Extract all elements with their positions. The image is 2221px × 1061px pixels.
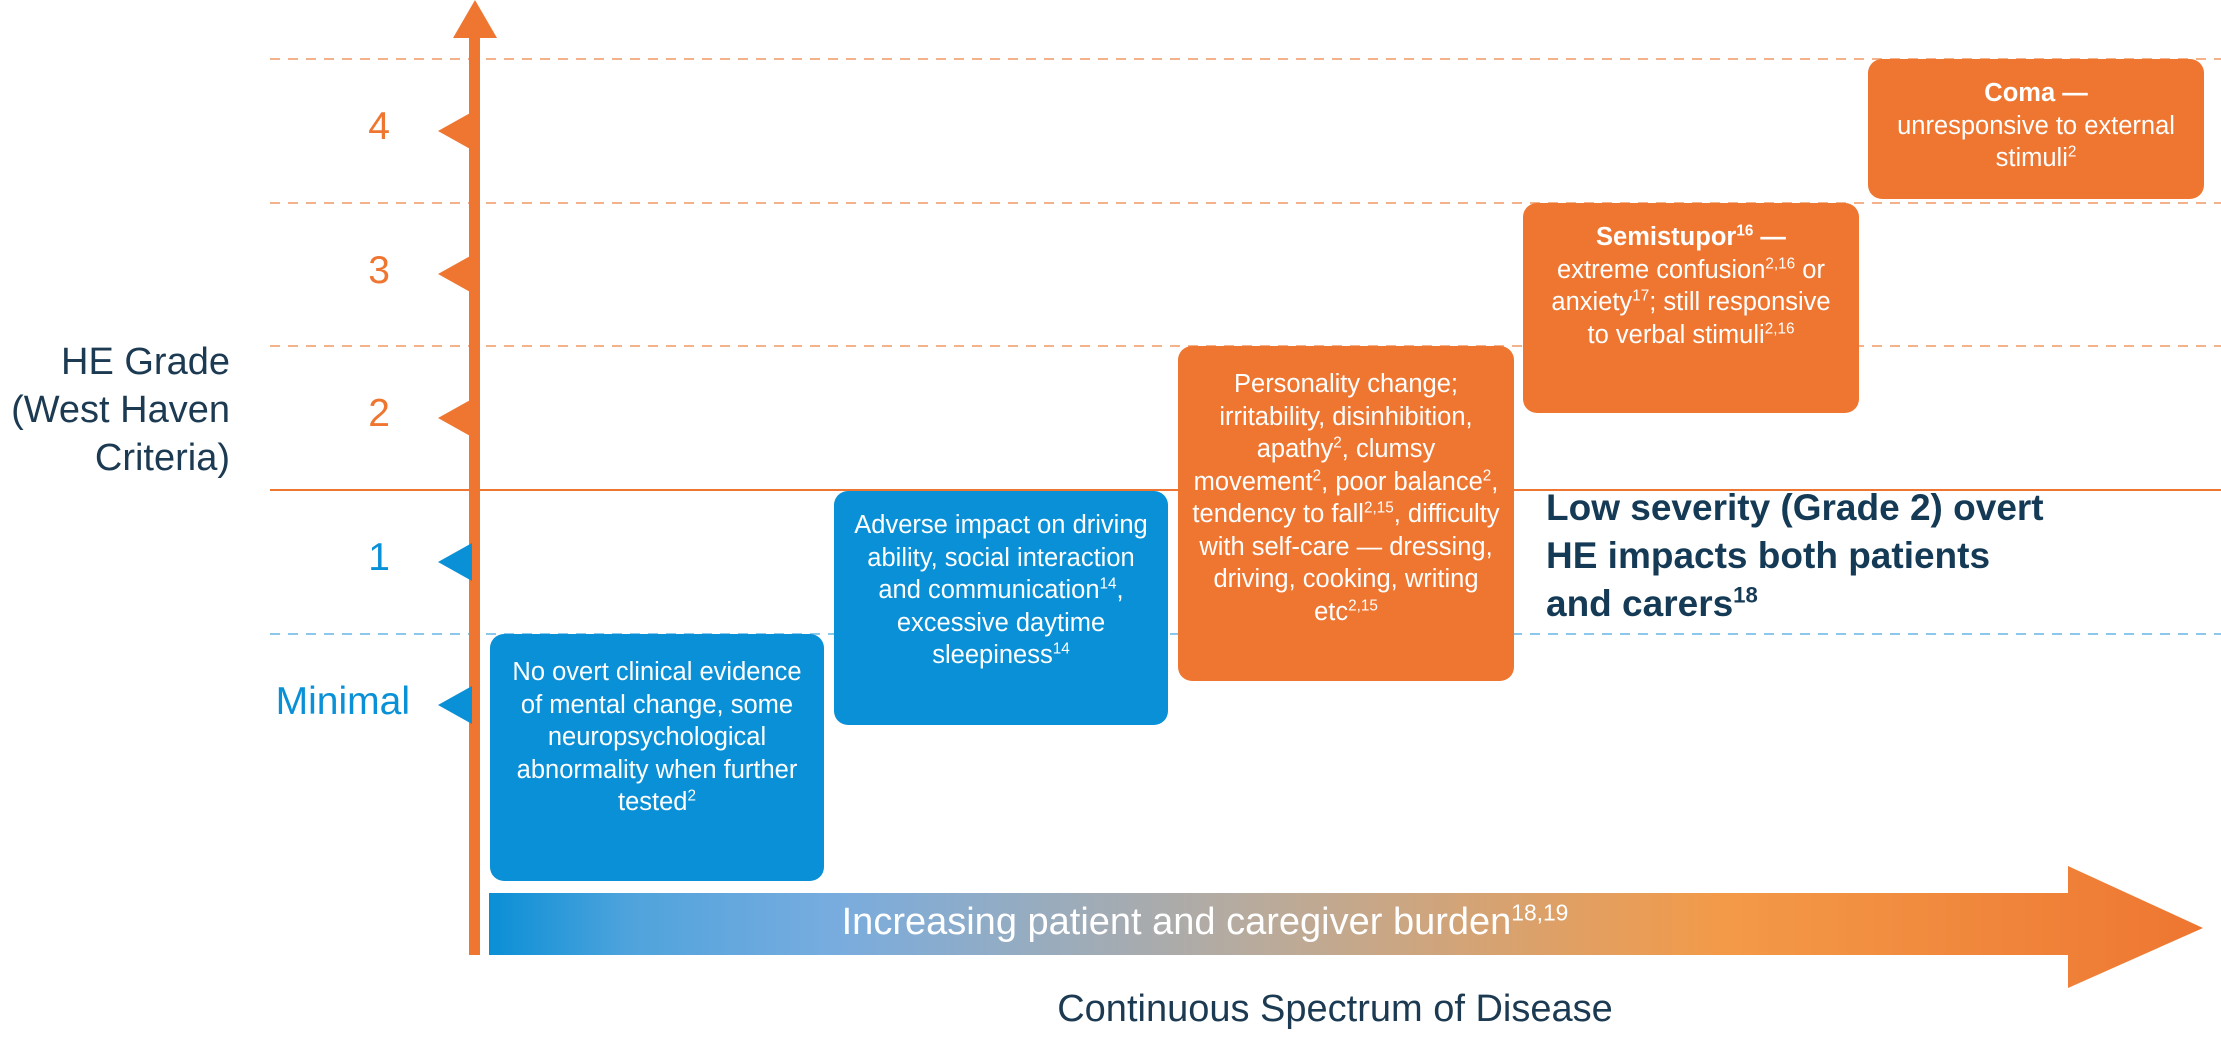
grade-2-text-5: , difficulty with self-care — dressing, … [1199, 500, 1500, 626]
x-axis-title: Continuous Spectrum of Disease [1057, 988, 1613, 1030]
y-axis-title-line-1: HE Grade [61, 341, 230, 383]
burden-text: Increasing patient and caregiver burden [841, 901, 1512, 943]
grade-1-box: Adverse impact on driving ability, socia… [834, 491, 1168, 725]
grade-4-title: Coma — [1984, 79, 2088, 107]
grade-3-ref-3: 2,16 [1764, 320, 1795, 337]
grade-2-ref-5: 2,15 [1348, 597, 1378, 614]
grade-3-text-2: or anxiety [1551, 255, 1825, 317]
minimal-he-text: No overt clinical evidence of mental cha… [512, 658, 802, 816]
grade-3-text-1: extreme confusion [1557, 255, 1766, 284]
y-axis-arrowhead [453, 0, 497, 38]
grade-label-minimal: Minimal [275, 680, 410, 723]
callout-text: Low severity (Grade 2) overt HE impacts … [1546, 487, 2044, 624]
y-axis-title-line-2: (West Haven [11, 389, 230, 431]
grade-1-text-a: Adverse impact on driving ability, socia… [854, 511, 1148, 604]
y-axis-title: HE Grade (West Haven Criteria) [0, 338, 230, 482]
grade-3-title-dash: — [1753, 223, 1786, 251]
grade-1-tick [438, 543, 472, 581]
grade-2-text-4: , tendency to fall [1192, 467, 1499, 529]
grade-2-tick [438, 399, 472, 437]
grade-label-1: 1 [368, 536, 390, 579]
grade-4-ref: 2 [2067, 143, 2077, 161]
grade-label-4: 4 [368, 105, 390, 148]
grade-minimal-tick [438, 686, 472, 724]
grade-2-text-3: , poor balance [1321, 467, 1483, 496]
burden-arrow-label: Increasing patient and caregiver burden1… [480, 898, 1930, 946]
grade-label-3: 3 [368, 249, 390, 292]
grade-2-text-1: Personality change; irritability, disinh… [1219, 370, 1473, 463]
burden-arrow [489, 866, 2203, 988]
grade-2-ref-2: 2 [1312, 467, 1322, 484]
low-severity-callout: Low severity (Grade 2) overt HE impacts … [1546, 484, 2066, 628]
callout-ref: 18 [1733, 582, 1758, 608]
grade-2-ref-3: 2 [1482, 467, 1492, 484]
grade-1-ref-a: 14 [1099, 575, 1117, 593]
grade-3-ref-2: 17 [1632, 287, 1650, 305]
grade-3-title: Semistupor [1596, 223, 1737, 251]
grade-2-box: Personality change; irritability, disinh… [1178, 346, 1514, 681]
grade-3-tick [438, 255, 472, 293]
y-axis-title-line-3: Criteria) [94, 437, 230, 479]
y-axis-shaft [469, 30, 480, 955]
grade-label-2: 2 [368, 392, 390, 435]
grade-4-tick [438, 112, 472, 150]
grade-3-box: Semistupor16 — extreme confusion2,16 or … [1523, 203, 1859, 413]
grade-2-text-2: , clumsy movement [1193, 435, 1436, 496]
grade-4-box: Coma — unresponsive to external stimuli2 [1868, 59, 2204, 199]
minimal-he-ref: 2 [687, 787, 696, 805]
grade-4-text: unresponsive to external stimuli [1897, 111, 2175, 173]
grade-3-text-3: ; still responsive to verbal stimuli [1587, 288, 1831, 349]
grade-2-ref-4: 2,15 [1363, 499, 1394, 517]
grade-1-ref-b: 14 [1052, 640, 1070, 658]
grade-3-title-ref: 16 [1736, 222, 1754, 240]
grade-3-ref-1: 2,16 [1765, 255, 1796, 272]
burden-ref: 18,19 [1511, 899, 1569, 926]
grade-1-text-b: , excessive daytime sleepiness [896, 576, 1124, 669]
minimal-he-box: No overt clinical evidence of mental cha… [490, 634, 824, 881]
grade-2-ref-1: 2 [1333, 434, 1342, 452]
